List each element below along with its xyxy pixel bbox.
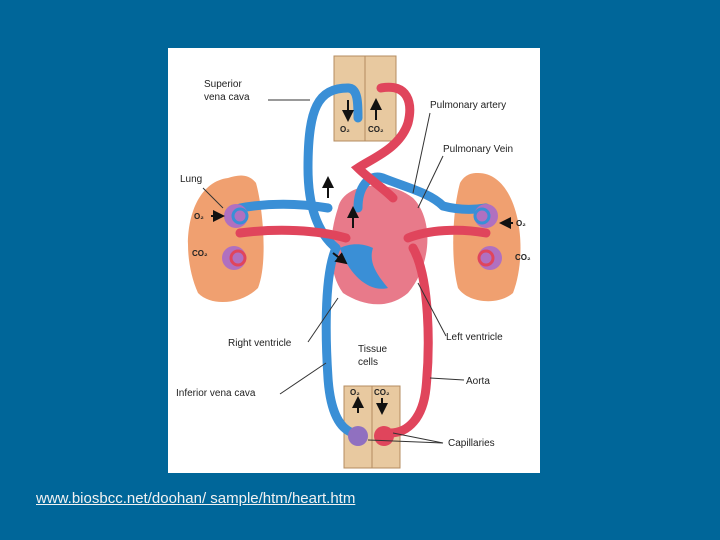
right-lung-capillaries [473,204,502,270]
gas-co2-upper: CO₂ [368,125,384,134]
label-left-ventricle: Left ventricle [446,332,503,343]
right-ventricle-chamber [340,244,388,289]
gas-co2-lower: CO₂ [374,388,390,397]
gas-o2-lower: O₂ [350,388,360,397]
label-superior-vena-cava-2: vena cava [204,92,250,103]
label-aorta: Aorta [466,376,490,387]
left-lung [188,175,264,303]
heart-circulation-diagram: Superior vena cava Pulmonary artery Pulm… [168,48,540,473]
gas-co2-right-lung: CO₂ [515,253,531,262]
oxygenated-vessels [235,82,491,438]
circulation-svg: Superior vena cava Pulmonary artery Pulm… [176,55,531,469]
label-lung: Lung [180,174,202,185]
left-lung-capillaries [222,204,249,270]
label-pulmonary-artery: Pulmonary artery [430,100,506,111]
label-pulmonary-vein: Pulmonary Vein [443,144,513,155]
label-tissue-cells-2: cells [358,357,378,368]
leader-lines [202,99,465,444]
label-inferior-vena-cava: Inferior vena cava [176,388,256,399]
gas-o2-upper: O₂ [340,125,350,134]
label-tissue-cells-1: Tissue [358,344,388,355]
label-right-ventricle: Right ventricle [228,338,292,349]
source-link[interactable]: www.biosbcc.net/doohan/ sample/htm/heart… [36,490,356,507]
flow-arrows [211,98,513,415]
gas-o2-right-lung: O₂ [516,219,526,228]
label-superior-vena-cava-1: Superior [204,79,242,90]
gas-co2-left-lung: CO₂ [192,249,208,258]
label-capillaries: Capillaries [448,438,495,449]
gas-o2-left-lung: O₂ [194,212,204,221]
